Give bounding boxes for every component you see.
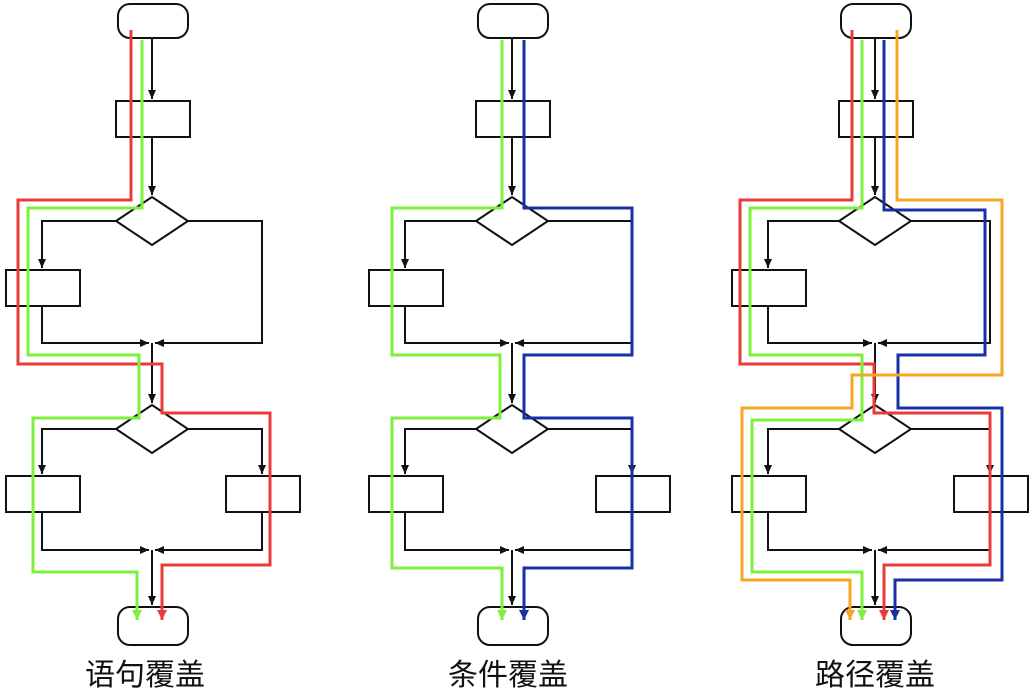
process-box <box>5 475 81 513</box>
coverage-path-green <box>748 40 867 620</box>
flow-arrow <box>764 428 839 474</box>
process-box <box>368 269 444 307</box>
flow-arrow <box>911 428 994 474</box>
coverage-path-blue <box>882 40 1004 620</box>
flow-arrow <box>41 306 149 347</box>
coverage-path-green <box>390 40 507 620</box>
decision-diamond <box>837 195 913 247</box>
flow-arrow <box>155 512 263 554</box>
flow-arrow <box>41 512 149 554</box>
process-box <box>368 475 444 513</box>
process-box <box>731 475 807 513</box>
flow-arrow <box>878 512 991 554</box>
flow-arrow <box>767 306 872 347</box>
caption-path-coverage: 路径覆盖 <box>815 658 935 693</box>
decision-diamond <box>474 195 550 247</box>
panel-path <box>731 3 1029 646</box>
coverage-path-blue <box>519 40 634 620</box>
panel-condition <box>368 3 671 646</box>
end-terminal <box>477 606 549 646</box>
flow-arrow <box>767 512 872 554</box>
coverage-path-red <box>738 30 992 620</box>
end-terminal <box>117 606 189 646</box>
flow-arrow <box>404 512 509 554</box>
start-terminal <box>117 3 189 39</box>
flow-arrow <box>878 220 991 347</box>
decision-diamond <box>114 195 190 247</box>
flow-arrow <box>515 512 633 554</box>
coverage-path-green <box>26 40 144 620</box>
coverage-path-orange <box>740 30 1004 620</box>
flow-arrow <box>548 428 636 474</box>
flow-arrow <box>515 220 633 347</box>
process-box <box>838 100 914 138</box>
process-box <box>475 100 551 138</box>
flow-arrow <box>404 306 509 347</box>
flow-arrow <box>38 428 116 474</box>
flow-arrow <box>401 220 476 268</box>
process-box <box>115 100 191 138</box>
decision-diamond <box>474 403 550 455</box>
process-box <box>731 269 807 307</box>
flow-arrow <box>401 428 476 474</box>
flow-arrow <box>38 220 116 268</box>
process-box <box>225 475 301 513</box>
coverage-path-red <box>16 30 272 620</box>
flow-arrow <box>764 220 839 268</box>
panel-statement <box>5 3 301 646</box>
caption-statement-coverage: 语句覆盖 <box>85 658 205 693</box>
start-terminal <box>477 3 549 39</box>
caption-condition-coverage: 条件覆盖 <box>448 658 568 693</box>
flow-arrow <box>155 220 263 347</box>
flow-arrow <box>188 428 266 474</box>
